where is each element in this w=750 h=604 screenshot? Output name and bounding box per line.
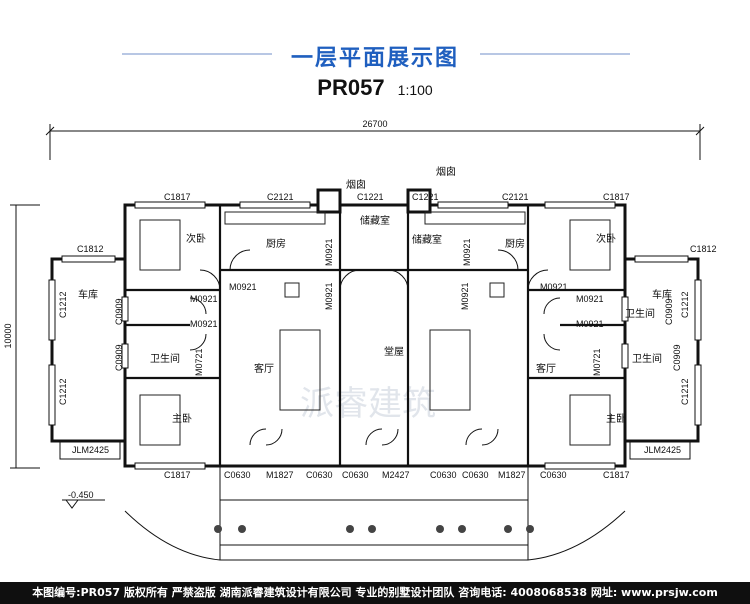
room-garage-left: 车库: [78, 288, 98, 301]
code-c0909-left-upper: C0909: [114, 298, 124, 325]
code-c2121-top-left: C2121: [267, 192, 294, 202]
garage-doors: [59, 440, 691, 460]
title-banner: 一层平面展示图: [0, 30, 750, 71]
code-c0909-right-upper: C0909: [664, 298, 674, 325]
room-bathroom-right-upper: 卫生间: [625, 307, 655, 320]
code-jlm-left: JLM2425: [72, 445, 109, 455]
room-storage-left: 储藏室: [360, 214, 390, 227]
code-c0630-d: C0630: [430, 470, 457, 480]
total-height-label: 10000: [3, 323, 13, 348]
room-master-bedroom-right: 主卧: [606, 412, 626, 425]
code-c0909-left-lower: C0909: [114, 344, 124, 371]
porch-columns: [214, 525, 534, 533]
chimney-label-right: 烟囱: [436, 165, 456, 178]
room-living-left: 客厅: [254, 362, 274, 375]
elevation-label: -0.450: [68, 490, 94, 500]
room-kitchen-right: 厨房: [505, 237, 525, 250]
code-c0630-e: C0630: [462, 470, 489, 480]
room-bathroom-left: 卫生间: [150, 352, 180, 365]
door-swings: [189, 249, 561, 446]
code-m0921-kitchen-left: M0921: [229, 282, 257, 292]
code-c1812-left: C1812: [77, 244, 104, 254]
code-m0921-kitchen-right: M0921: [540, 282, 568, 292]
code-jlm-right: JLM2425: [644, 445, 681, 455]
room-secondary-bedroom-right: 次卧: [596, 232, 616, 245]
room-master-bedroom-left: 主卧: [172, 412, 192, 425]
code-m0921-storage-left: M0921: [324, 238, 334, 266]
code-m0921-hall-left: M0921: [324, 282, 334, 310]
code-c2121-top-right: C2121: [502, 192, 529, 202]
interior-walls: [125, 205, 625, 466]
room-garage-right: 车库: [652, 288, 672, 301]
code-c1812-right: C1812: [690, 244, 717, 254]
total-width-label: 26700: [362, 119, 387, 129]
title-rule-left: [122, 53, 272, 55]
room-secondary-bedroom-left: 次卧: [186, 232, 206, 245]
code-m0921-bath-left-b: M0921: [190, 319, 218, 329]
code-c1212-right-lower: C1212: [680, 378, 690, 405]
code-c0630-c: C0630: [342, 470, 369, 480]
elevation-mark: [62, 499, 105, 509]
code-m0721-left: M0721: [194, 348, 204, 376]
code-c1817-top-right: C1817: [603, 192, 630, 202]
code-c1817-bottom-right: C1817: [603, 470, 630, 480]
plan-code: PR057: [317, 75, 385, 100]
code-m1827-left: M1827: [266, 470, 294, 480]
footer-banner: 本图编号:PR057 版权所有 严禁盗版 湖南派睿建筑设计有限公司 专业的别墅设…: [0, 582, 750, 604]
room-bathroom-right: 卫生间: [632, 352, 662, 365]
porch: [124, 466, 626, 561]
furniture: [139, 211, 611, 446]
watermark: 派睿建筑: [300, 384, 436, 424]
code-c0630-f: C0630: [540, 470, 567, 480]
code-c1221-left: C1221: [357, 192, 384, 202]
windows: [48, 201, 702, 470]
code-m0921-storage-right: M0921: [462, 238, 472, 266]
plan-scale: 1:100: [397, 82, 433, 98]
code-m1827-right: M1827: [498, 470, 526, 480]
room-hall: 堂屋: [384, 346, 404, 358]
code-c0630-b: C0630: [306, 470, 333, 480]
room-storage-right: 储藏室: [412, 233, 442, 246]
code-c0630-a: C0630: [224, 470, 251, 480]
title-rule-right: [480, 53, 630, 55]
code-m0921-bath-right-a: M0921: [576, 294, 604, 304]
code-m0921-bath-right-b: M0921: [576, 319, 604, 329]
code-c1817-bottom-left: C1817: [164, 470, 191, 480]
top-dimension: [45, 124, 705, 160]
code-c1817-top-left: C1817: [164, 192, 191, 202]
page-title: 一层平面展示图: [290, 46, 459, 71]
code-m2427: M2427: [382, 470, 410, 480]
code-c1221-right: C1221: [412, 192, 439, 202]
code-m0721-right: M0721: [592, 348, 602, 376]
left-dimension: [10, 204, 40, 469]
code-m0921-bath-left-a: M0921: [190, 294, 218, 304]
code-c1212-right-upper: C1212: [680, 291, 690, 318]
code-c0909-right-lower: C0909: [672, 344, 682, 371]
room-living-right: 客厅: [536, 362, 556, 375]
chimney-label-left: 烟囱: [346, 178, 366, 191]
code-c1212-left-lower: C1212: [58, 378, 68, 405]
code-c1212-left-upper: C1212: [58, 291, 68, 318]
plan-code-row: PR057 1:100: [0, 75, 750, 101]
code-m0921-hall-right: M0921: [460, 282, 470, 310]
room-kitchen-left: 厨房: [266, 237, 286, 250]
